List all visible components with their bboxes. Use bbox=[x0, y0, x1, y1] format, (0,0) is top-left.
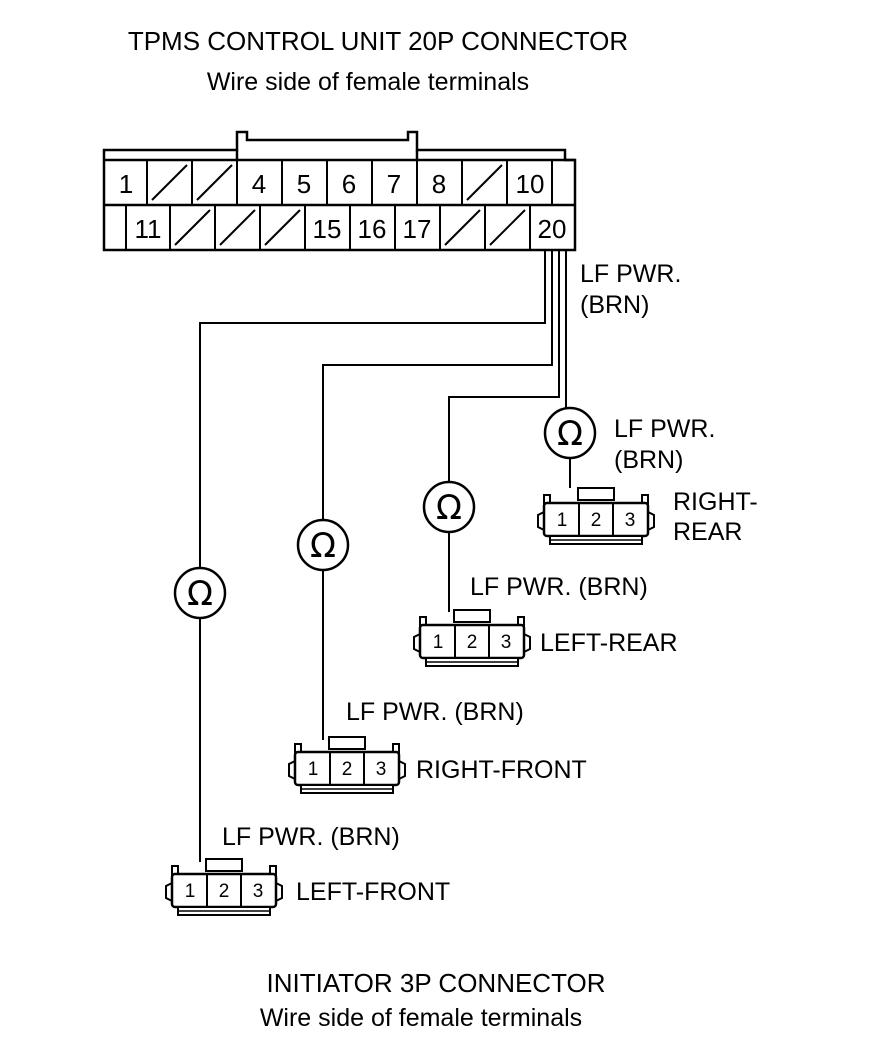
wire-right-front bbox=[322, 250, 553, 520]
wire-label-left-front: LF PWR. (BRN) bbox=[222, 823, 400, 851]
footer-title: INITIATOR 3P CONNECTOR bbox=[266, 968, 605, 998]
pin-1: 1 bbox=[308, 759, 319, 780]
initiator-left-rear: 1 2 3 LF PWR. (BRN) LEFT-REAR bbox=[412, 573, 678, 668]
pin-2: 2 bbox=[467, 632, 478, 653]
ecu-bottom-row-blank-slashes bbox=[174, 209, 526, 246]
ecu-pin-7: 7 bbox=[387, 169, 401, 199]
ecu-pin-15: 15 bbox=[313, 214, 342, 244]
ecu-pin-5: 5 bbox=[297, 169, 311, 199]
wire-label-main-line1: LF PWR. bbox=[580, 260, 681, 288]
wire-label-right-rear-line1: LF PWR. bbox=[614, 415, 715, 443]
ohm-icon: Ω bbox=[436, 488, 462, 528]
ecu-pin-6: 6 bbox=[342, 169, 356, 199]
ohmmeter-right-front: Ω bbox=[296, 518, 350, 572]
ecu-top-row-pins: 1 4 5 6 7 8 10 bbox=[119, 169, 545, 199]
pin-2: 2 bbox=[591, 510, 602, 531]
initiator-left-front: 1 2 3 LF PWR. (BRN) LEFT-FRONT bbox=[164, 823, 450, 917]
ecu-pin-1: 1 bbox=[119, 169, 133, 199]
header-title: TPMS CONTROL UNIT 20P CONNECTOR bbox=[128, 26, 628, 56]
ohmmeter-left-rear: Ω bbox=[422, 480, 476, 534]
pin-3: 3 bbox=[501, 632, 512, 653]
pin-1: 1 bbox=[557, 510, 568, 531]
ohmmeter-right-rear: Ω bbox=[543, 406, 597, 460]
wire-label-main-line2: (BRN) bbox=[580, 291, 649, 319]
wire-label-left-rear: LF PWR. (BRN) bbox=[470, 573, 648, 601]
ecu-top-row-dividers bbox=[146, 160, 553, 205]
ohmmeter-left-front: Ω bbox=[173, 566, 227, 620]
ecu-pin-20: 20 bbox=[538, 214, 567, 244]
wire-harness bbox=[199, 250, 571, 862]
footer-subtitle: Wire side of female terminals bbox=[260, 1004, 582, 1032]
initiator-name-left-rear: LEFT-REAR bbox=[540, 629, 678, 657]
ohm-icon: Ω bbox=[310, 526, 336, 566]
pin-3: 3 bbox=[376, 759, 387, 780]
ohm-icon: Ω bbox=[187, 574, 213, 614]
pin-2: 2 bbox=[342, 759, 353, 780]
wire-label-right-front: LF PWR. (BRN) bbox=[346, 698, 524, 726]
initiator-name-right-rear-line2: REAR bbox=[673, 518, 742, 546]
header-subtitle: Wire side of female terminals bbox=[207, 68, 529, 96]
pin-1: 1 bbox=[433, 632, 444, 653]
ecu-pin-4: 4 bbox=[252, 169, 266, 199]
initiator-name-left-front: LEFT-FRONT bbox=[296, 878, 450, 906]
pin-3: 3 bbox=[625, 510, 636, 531]
ohm-icon: Ω bbox=[557, 414, 583, 454]
initiator-right-rear: 1 2 3 LF PWR. (BRN) RIGHT- REAR bbox=[536, 415, 758, 546]
ecu-pin-8: 8 bbox=[432, 169, 446, 199]
ecu-top-row-blank-slashes bbox=[151, 164, 503, 201]
ecu-pin-17: 17 bbox=[403, 214, 432, 244]
initiator-name-right-front: RIGHT-FRONT bbox=[416, 756, 587, 784]
wire-left-front bbox=[199, 250, 546, 568]
pin-1: 1 bbox=[185, 881, 196, 902]
pin-3: 3 bbox=[253, 881, 264, 902]
ecu-pin-11: 11 bbox=[135, 214, 162, 244]
ecu-pin-10: 10 bbox=[516, 169, 545, 199]
wire-label-right-rear-line2: (BRN) bbox=[614, 446, 683, 474]
ecu-pin-16: 16 bbox=[358, 214, 387, 244]
initiator-name-right-rear-line1: RIGHT- bbox=[673, 488, 758, 516]
wire-left-rear bbox=[448, 250, 560, 482]
ecu-bottom-row-dividers bbox=[125, 205, 531, 250]
ecu-bottom-row-pins: 11 15 16 17 20 bbox=[135, 214, 567, 244]
pin-2: 2 bbox=[219, 881, 230, 902]
initiator-right-front: 1 2 3 LF PWR. (BRN) RIGHT-FRONT bbox=[287, 698, 587, 795]
